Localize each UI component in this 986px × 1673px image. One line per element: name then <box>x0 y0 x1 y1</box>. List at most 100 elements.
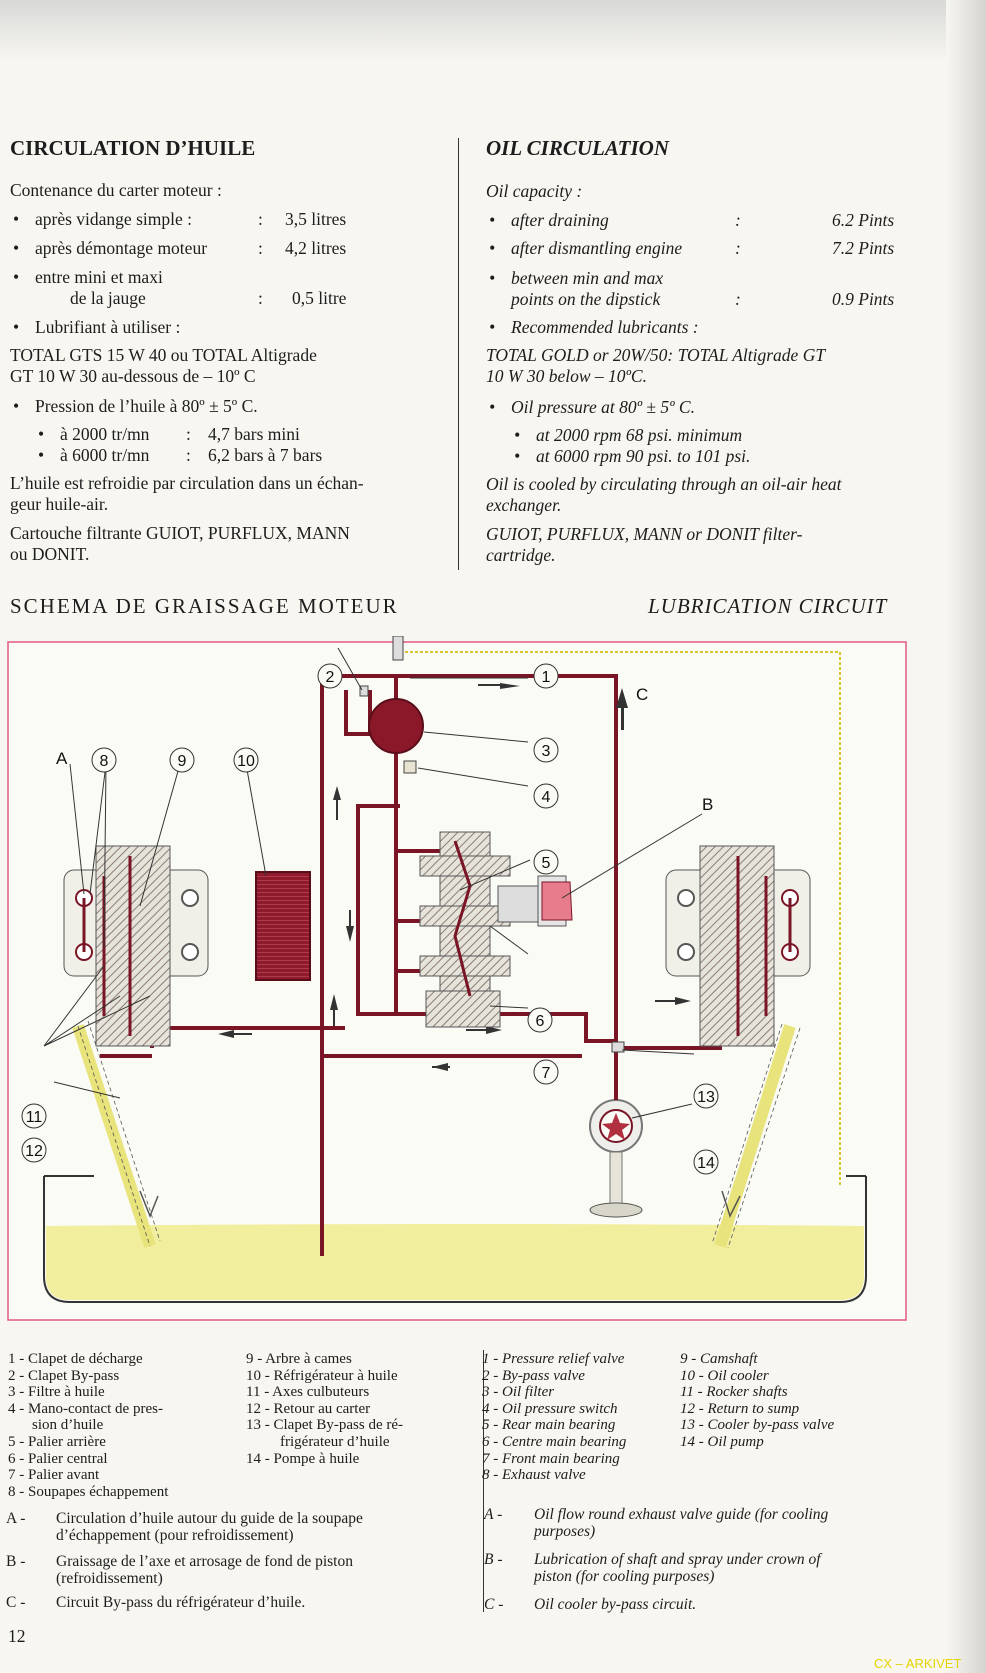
fr-filter1: Cartouche filtrante GUIOT, PURFLUX, MANN <box>10 523 350 543</box>
sump-oil <box>46 1224 864 1300</box>
column-divider <box>458 138 459 570</box>
watermark: CX – ARKIVET <box>874 1656 962 1671</box>
leader-lines <box>43 647 703 1119</box>
fr-press2-label: à 6000 tr/mn <box>38 445 150 466</box>
page-binding-shadow <box>946 0 986 1673</box>
callout-2: 2 <box>326 669 335 686</box>
oil-cooler <box>255 871 311 981</box>
fr-pressure: Pression de l’huile à 80º ± 5º C. <box>13 396 258 417</box>
bypass-valve-2 <box>359 685 369 697</box>
note-fr-a2: d’échappement (pour refroidissement) <box>56 1527 294 1544</box>
en-lub-label: Recommended lubricants : <box>489 317 699 338</box>
section-title-fr: SCHEMA DE GRAISSAGE MOTEUR <box>10 594 399 618</box>
left-cylinder-head <box>63 845 209 1047</box>
callout-9: 9 <box>178 753 187 770</box>
pressure-relief-valve <box>392 636 404 661</box>
fr-cooled1: L’huile est refroidie par circulation da… <box>10 473 364 493</box>
page-top-shadow <box>0 0 986 60</box>
en-title: OIL CIRCULATION <box>486 136 670 160</box>
callouts: 1 2 3 4 5 6 7 8 9 10 11 12 13 14 <box>21 663 719 1175</box>
flow-arrows <box>218 683 691 1071</box>
note-fr-a1: Circulation d’huile autour du guide de l… <box>56 1510 363 1527</box>
callout-8: 8 <box>100 753 109 770</box>
note-en-a2: purposes) <box>534 1523 596 1540</box>
fr-lub-label: Lubrifiant à utiliser : <box>13 317 180 338</box>
legend-divider <box>483 1350 484 1612</box>
en-pressure: Oil pressure at 80º ± 5º C. <box>489 397 695 418</box>
fr-title: CIRCULATION D’HUILE <box>10 136 256 160</box>
fr-colon: : <box>258 209 263 229</box>
note-fr-b1: Graissage de l’axe et arrosage de fond d… <box>56 1553 353 1570</box>
note-fr-c-key: C - <box>6 1594 26 1611</box>
en-capacity: Oil capacity : <box>486 181 583 201</box>
lubrication-diagram: 1 2 3 4 5 6 7 8 9 10 11 12 13 14 A B C <box>7 636 907 1321</box>
en-lub-text2: 10 W 30 below – 10ºC. <box>486 366 647 386</box>
en-colon: : <box>735 210 741 230</box>
en-colon: : <box>735 238 741 258</box>
pressure-switch <box>403 760 417 774</box>
note-fr-c1: Circuit By-pass du réfrigérateur d’huile… <box>56 1594 306 1611</box>
bypass-circuit-c <box>400 651 841 1186</box>
note-en-b1: Lubrication of shaft and spray under cro… <box>534 1551 821 1568</box>
fr-cap3-label2: de la jauge <box>70 288 146 308</box>
fr-cap2-label: après démontage moteur <box>13 238 207 259</box>
en-cap1-value: 6.2 Pints <box>832 210 895 230</box>
callout-3: 3 <box>542 743 551 760</box>
fr-colon: : <box>258 288 263 308</box>
right-cylinder-head <box>665 845 811 1047</box>
callout-14: 14 <box>697 1155 715 1172</box>
letter-a: A <box>56 749 68 768</box>
page-number: 12 <box>8 1626 26 1646</box>
callout-7: 7 <box>542 1065 551 1082</box>
note-en-a-key: A - <box>484 1506 503 1523</box>
callout-4: 4 <box>542 789 551 806</box>
note-fr-a-key: A - <box>6 1510 26 1527</box>
crankshaft <box>419 831 573 1028</box>
return-channel-right <box>714 1024 796 1248</box>
fr-cap1-value: 3,5 litres <box>285 209 347 229</box>
fr-cap3-value: 0,5 litre <box>292 288 347 308</box>
en-cooled1: Oil is cooled by circulating through an … <box>486 474 842 494</box>
callout-11: 11 <box>26 1109 43 1126</box>
section-title-en: LUBRICATION CIRCUIT <box>648 594 888 618</box>
fr-cooled2: geur huile-air. <box>10 494 109 514</box>
cooler-bypass-valve <box>611 1041 625 1053</box>
en-cap3-value: 0.9 Pints <box>832 289 895 309</box>
note-en-b2: piston (for cooling purposes) <box>534 1568 715 1585</box>
note-fr-b-key: B - <box>6 1553 26 1570</box>
note-fr-b2: (refroidissement) <box>56 1570 163 1587</box>
fr-colon: : <box>258 238 263 258</box>
fr-filter2: ou DONIT. <box>10 544 90 564</box>
note-en-c-key: C - <box>484 1596 504 1613</box>
en-cap2-value: 7.2 Pints <box>832 238 895 258</box>
en-cap3-label2: points on the dipstick <box>511 289 661 309</box>
en-cap3-label1: between min and max <box>489 268 663 289</box>
callout-10: 10 <box>237 753 255 770</box>
callout-5: 5 <box>542 855 551 872</box>
fr-cap1-label: après vidange simple : <box>13 209 192 230</box>
callout-12: 12 <box>25 1143 43 1160</box>
en-filter2: cartridge. <box>486 545 556 565</box>
callout-6: 6 <box>536 1013 545 1030</box>
note-en-a1: Oil flow round exhaust valve guide (for … <box>534 1506 829 1523</box>
en-lub-text1: TOTAL GOLD or 20W/50: TOTAL Altigrade GT <box>486 345 826 365</box>
fr-capacity: Contenance du carter moteur : <box>10 180 222 200</box>
note-en-c1: Oil cooler by-pass circuit. <box>534 1596 697 1613</box>
oil-filter <box>368 698 424 754</box>
fr-colon: : <box>186 445 191 465</box>
letter-c: C <box>636 685 648 704</box>
en-cap1-label: after draining <box>489 210 609 231</box>
en-cap2-label: after dismantling engine <box>489 238 682 259</box>
sump-outline <box>43 1176 867 1303</box>
fr-lub-text2: GT 10 W 30 au-dessous de – 10º C <box>10 366 256 386</box>
fr-lub-text1: TOTAL GTS 15 W 40 ou TOTAL Altigrade <box>10 345 317 365</box>
callout-1: 1 <box>542 669 551 686</box>
fr-colon: : <box>186 424 191 444</box>
callout-13: 13 <box>697 1089 715 1106</box>
en-cooled2: exchanger. <box>486 495 562 515</box>
note-en-b-key: B - <box>484 1551 503 1568</box>
fr-cap2-value: 4,2 litres <box>285 238 347 258</box>
